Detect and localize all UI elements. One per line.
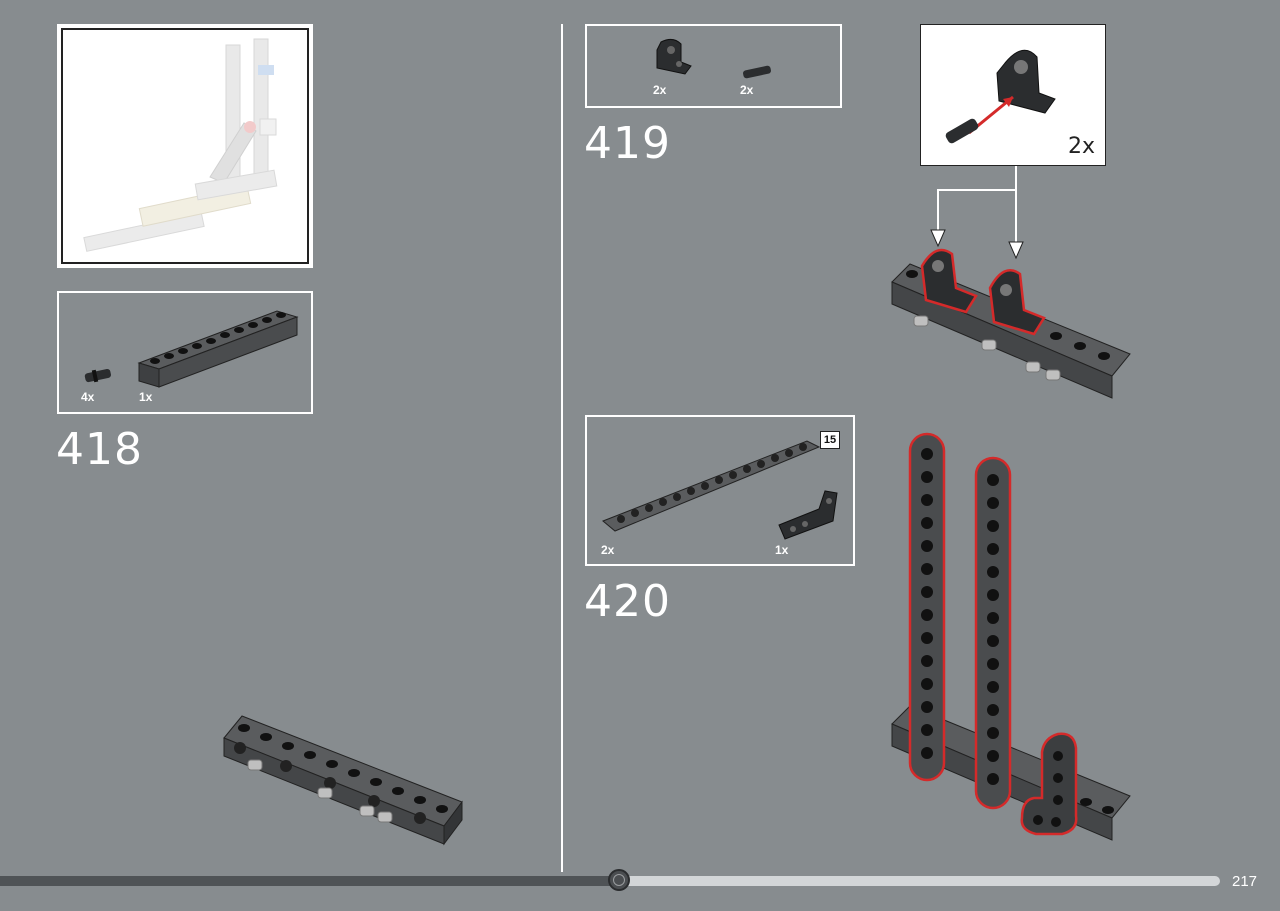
sub-assembly-qty: 2x xyxy=(1067,134,1095,159)
step-419-assembly xyxy=(891,248,1131,399)
beam-length-tag: 15 xyxy=(820,431,840,449)
technic-l-beam-part-icon xyxy=(778,490,838,540)
step-419-parts-box: 2x 2x xyxy=(585,24,842,108)
overview-thumbnail xyxy=(57,24,313,268)
part-qty: 2x xyxy=(653,83,667,97)
callout-arrows xyxy=(930,166,1024,260)
sub-assembly-illustration xyxy=(945,49,1056,144)
part-qty: 2x xyxy=(740,83,754,97)
step-418-parts-box: 4x 1x xyxy=(57,291,313,414)
technic-beam-15-part-icon xyxy=(602,440,821,532)
step-418-assembly xyxy=(223,715,463,846)
step-number: 420 xyxy=(584,576,671,627)
step-420-assembly xyxy=(891,432,1131,841)
sub-assembly-callout: 2x xyxy=(920,24,1106,166)
part-qty: 1x xyxy=(775,543,789,557)
page-number: 217 xyxy=(1232,873,1258,890)
step-number: 419 xyxy=(584,118,671,169)
axle-pin-block-part-icon xyxy=(656,38,692,75)
progress-fill xyxy=(0,876,619,886)
part-qty: 1x xyxy=(139,390,153,404)
step-420-parts-box: 15 2x 1x xyxy=(585,415,855,566)
overview-model-illustration xyxy=(83,38,278,252)
part-qty: 2x xyxy=(601,543,615,557)
step-number: 418 xyxy=(56,424,143,475)
technic-brick-part-icon xyxy=(137,310,299,388)
page-divider xyxy=(561,24,563,872)
part-qty: 4x xyxy=(81,390,95,404)
pin-connector-part-icon xyxy=(84,368,111,383)
pin-connector-part-icon xyxy=(743,65,771,79)
progress-knob[interactable] xyxy=(608,869,630,891)
